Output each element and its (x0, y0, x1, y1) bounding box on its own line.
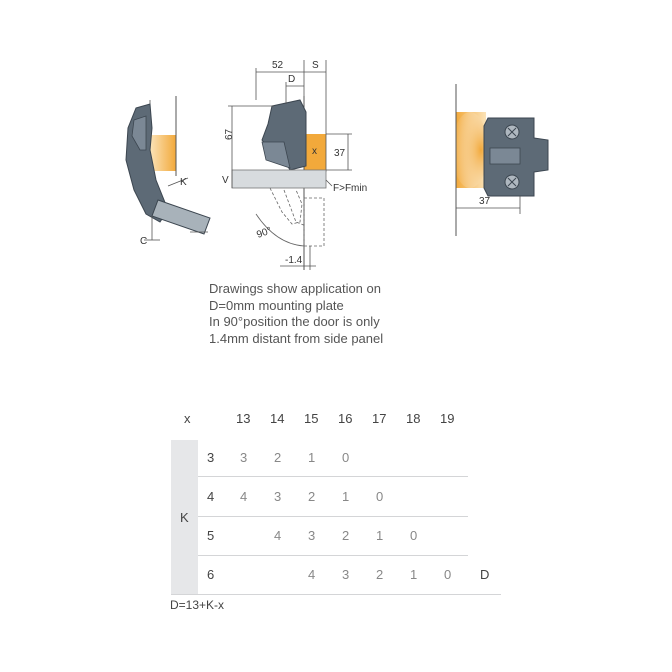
table-cell: 0 (410, 528, 418, 543)
side-view-drawing: K C (125, 96, 211, 247)
door-edge-shape (151, 199, 211, 235)
table-cell: 2 (342, 528, 350, 543)
column-header: 16 (338, 411, 353, 426)
dimension-view-drawing: 52 S D 67 V 37 x F>Fmin 90° -1.4 (222, 60, 367, 270)
formula-text: D=13+K-x (170, 598, 225, 612)
front-view-drawing: 37 (452, 84, 549, 236)
row-label: 4 (207, 489, 215, 504)
table-cell: 1 (410, 567, 418, 582)
k-axis-label: K (180, 510, 189, 525)
table-cell: 3 (274, 489, 282, 504)
table-cell: 3 (308, 528, 316, 543)
table-cell: 2 (376, 567, 384, 582)
x-axis-label: x (184, 411, 191, 426)
dim-v-label: V (222, 175, 229, 186)
column-header: 13 (236, 411, 251, 426)
drawing-caption: Drawings show application on D=0mm mount… (209, 281, 469, 347)
row-divider (198, 516, 468, 517)
table-cell: 1 (342, 489, 350, 504)
table-cell: 3 (342, 567, 350, 582)
table-cell: 2 (274, 450, 282, 465)
row-divider (198, 476, 468, 477)
table-cell: 1 (308, 450, 316, 465)
dim-52-label: 52 (272, 60, 284, 71)
k-row-band (171, 440, 198, 594)
table-cell: 4 (308, 567, 316, 582)
dim-d-label: D (288, 74, 295, 85)
caption-line: 1.4mm distant from side panel (209, 330, 384, 346)
table-cell: 0 (342, 450, 350, 465)
table-cell: 4 (274, 528, 282, 543)
middle-door-shape (231, 169, 327, 189)
side-panel-wood (150, 135, 176, 171)
dim-x-label: x (312, 146, 317, 157)
table-cell: 0 (444, 567, 452, 582)
row-label: 6 (207, 567, 215, 582)
dim-37-side-label: 37 (334, 148, 346, 159)
dim-37-front-label: 37 (479, 196, 491, 207)
row-divider (198, 555, 468, 556)
dim-gap-label: -1.4 (285, 255, 303, 266)
hinge-drawings: K C 52 S D 67 V (125, 60, 549, 270)
d-axis-label: D (480, 567, 490, 582)
row-label: 3 (207, 450, 215, 465)
caption-line: In 90°position the door is only (209, 314, 380, 329)
caption-line: D=0mm mounting plate (209, 297, 344, 313)
column-header: 18 (406, 411, 421, 426)
middle-panel-wood (304, 134, 326, 170)
column-header: 17 (372, 411, 387, 426)
table-cell: 2 (308, 489, 316, 504)
dim-k-label: K (180, 177, 187, 188)
dim-angle-label: 90° (255, 225, 273, 241)
row-label: 5 (207, 528, 215, 543)
dim-c-label: C (140, 236, 147, 247)
dim-67-label: 67 (224, 128, 235, 140)
table-cell: 1 (376, 528, 384, 543)
table-bottom-line (171, 594, 501, 595)
table-cell: 3 (240, 450, 248, 465)
dim-fmin-label: F>Fmin (333, 183, 367, 194)
column-header: 15 (304, 411, 319, 426)
column-header: 14 (270, 411, 285, 426)
caption-line: Drawings show application on (209, 281, 381, 296)
table-cell: 4 (240, 489, 248, 504)
dim-s-label: S (312, 60, 319, 71)
column-header: 19 (440, 411, 455, 426)
table-cell: 0 (376, 489, 384, 504)
